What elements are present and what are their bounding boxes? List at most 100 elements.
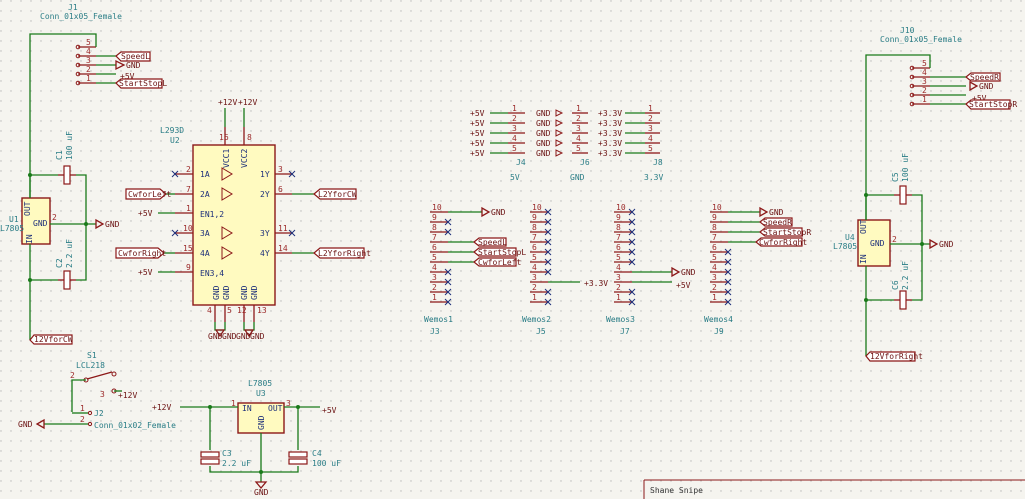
label-12v-left: 12VforCW xyxy=(29,334,73,345)
connector-j2[interactable]: J2 Conn_01x02_Female 1 2 xyxy=(80,404,176,430)
svg-text:OUT: OUT xyxy=(859,219,868,234)
header-pin-number: 10 xyxy=(532,203,542,212)
capacitor-c5: C5 100 uF xyxy=(891,153,912,205)
header-pin-number: 2 xyxy=(712,283,717,292)
capacitor-c4: C4 100 uF xyxy=(288,449,341,468)
plus5-en34: +5V xyxy=(138,268,153,277)
svg-text:2A: 2A xyxy=(200,190,210,199)
connector-j10[interactable]: J10 Conn_01x05_Female 5 4 3 2 1 xyxy=(880,26,962,107)
svg-text:GND: GND xyxy=(979,82,994,91)
header-pin-number: 6 xyxy=(712,243,717,252)
header-j6[interactable]: 1 2 3 4 5 J6 GND xyxy=(570,104,590,182)
svg-text:6: 6 xyxy=(278,185,283,194)
svg-text:IN: IN xyxy=(242,404,252,413)
svg-text:GND: GND xyxy=(254,488,269,497)
svg-text:LCL218: LCL218 xyxy=(76,361,105,370)
svg-text:5: 5 xyxy=(512,144,517,153)
svg-text:Wemos1: Wemos1 xyxy=(424,315,453,324)
u1-value: L7805 xyxy=(0,224,24,233)
svg-text:+5V: +5V xyxy=(470,149,485,158)
plus5-u3: +5V xyxy=(322,406,337,415)
header-pin-number: 10 xyxy=(432,203,442,212)
svg-text:2: 2 xyxy=(80,415,85,424)
regulator-u4[interactable]: U4 L7805 OUT GND IN 2 xyxy=(833,219,897,267)
plus5-j10: +5V xyxy=(972,94,987,103)
svg-text:3: 3 xyxy=(512,124,517,133)
header-j8[interactable]: 1 2 3 4 5 J8 3.3V xyxy=(644,104,663,182)
header-pin-number: 9 xyxy=(616,213,621,222)
switch-s1[interactable]: S1 LCL218 2 3 xyxy=(70,351,117,399)
svg-text:GND: GND xyxy=(681,268,696,277)
regulator-u3[interactable]: L7805 U3 IN OUT GND 1 3 xyxy=(231,379,291,434)
u1-pin2: 2 xyxy=(52,213,57,222)
svg-text:+5V: +5V xyxy=(470,119,485,128)
svg-text:12: 12 xyxy=(237,306,247,315)
svg-text:5: 5 xyxy=(922,59,927,68)
svg-text:OUT: OUT xyxy=(268,404,283,413)
svg-text:+3.3V: +3.3V xyxy=(598,119,622,128)
svg-text:GND: GND xyxy=(939,240,954,249)
svg-text:2Y: 2Y xyxy=(260,190,270,199)
svg-text:GND: GND xyxy=(222,332,237,341)
plus5-en12: +5V xyxy=(138,209,153,218)
svg-text:J3: J3 xyxy=(430,327,440,336)
label-l2ymotright: L2YforRight xyxy=(313,247,371,259)
driver-u2[interactable]: L293D U2 1A 2A EN1,2 3A 4A EN3,4 1Y 2Y 3… xyxy=(160,126,292,322)
svg-text:EN3,4: EN3,4 xyxy=(200,269,224,278)
svg-text:StartStopR: StartStopR xyxy=(969,100,1017,109)
svg-text:C4: C4 xyxy=(312,449,322,458)
svg-text:3Y: 3Y xyxy=(260,229,270,238)
svg-text:Wemos3: Wemos3 xyxy=(606,315,635,324)
svg-text:GND: GND xyxy=(570,173,585,182)
header-pin-number: 5 xyxy=(616,253,621,262)
svg-text:CwforLeft: CwforLeft xyxy=(478,258,522,267)
svg-text:J10: J10 xyxy=(900,26,915,35)
gnd-j9: GND xyxy=(759,206,784,218)
regulator-u1[interactable]: U1 L7805 OUT GND IN 2 xyxy=(0,197,57,245)
label-j9-speedr: SpeedR xyxy=(759,217,793,227)
svg-text:5V: 5V xyxy=(510,173,520,182)
header-pin-number: 9 xyxy=(532,213,537,222)
gnd-u1: GND xyxy=(95,218,120,230)
plus12-u2-a: +12V xyxy=(218,98,237,107)
svg-text:GND: GND xyxy=(491,208,506,217)
svg-text:3A: 3A xyxy=(200,229,210,238)
label-j9-startstopr: StartStopR xyxy=(759,227,811,237)
header-pin-number: 1 xyxy=(532,293,537,302)
j6-gnd-labels: GND GND GND GND GND xyxy=(536,109,564,158)
author-name: Shane Snipe xyxy=(650,486,703,495)
svg-text:J7: J7 xyxy=(620,327,630,336)
header-pin-number: 2 xyxy=(532,283,537,292)
svg-text:4: 4 xyxy=(207,306,212,315)
svg-text:Conn_01x05_Female: Conn_01x05_Female xyxy=(880,35,962,44)
gnd-j2: GND xyxy=(18,418,45,430)
header-pin-number: 6 xyxy=(432,243,437,252)
j4-plus5-labels: +5V +5V +5V +5V +5V xyxy=(470,109,485,158)
svg-text:1: 1 xyxy=(922,95,927,104)
svg-text:GND: GND xyxy=(536,139,551,148)
svg-text:GND: GND xyxy=(769,208,784,217)
svg-text:2.2 uF: 2.2 uF xyxy=(65,239,74,268)
label-cwforright: CwforRight xyxy=(115,247,166,259)
svg-text:GND: GND xyxy=(212,285,221,300)
connector-j1[interactable]: J1 Conn_01x05_Female 5 4 3 2 1 xyxy=(40,3,122,86)
svg-text:VCC1: VCC1 xyxy=(222,149,231,168)
header-j4[interactable]: 1 2 3 4 5 J4 5V xyxy=(508,104,526,182)
plus12-u3: +12V xyxy=(152,403,171,412)
gnd-j10: GND xyxy=(969,80,994,92)
svg-text:GND: GND xyxy=(18,420,33,429)
capacitor-c3: C3 2.2 uF xyxy=(200,449,251,468)
u1-ref: U1 xyxy=(9,215,19,224)
header-pin-number: 4 xyxy=(712,263,717,272)
header-pin-number: 7 xyxy=(712,233,717,242)
svg-text:+5V: +5V xyxy=(470,139,485,148)
svg-text:1: 1 xyxy=(512,104,517,113)
svg-text:GND: GND xyxy=(208,332,223,341)
svg-text:+3.3V: +3.3V xyxy=(598,139,622,148)
label-startstopl: StartStopL xyxy=(115,78,167,89)
header-pin-number: 1 xyxy=(712,293,717,302)
